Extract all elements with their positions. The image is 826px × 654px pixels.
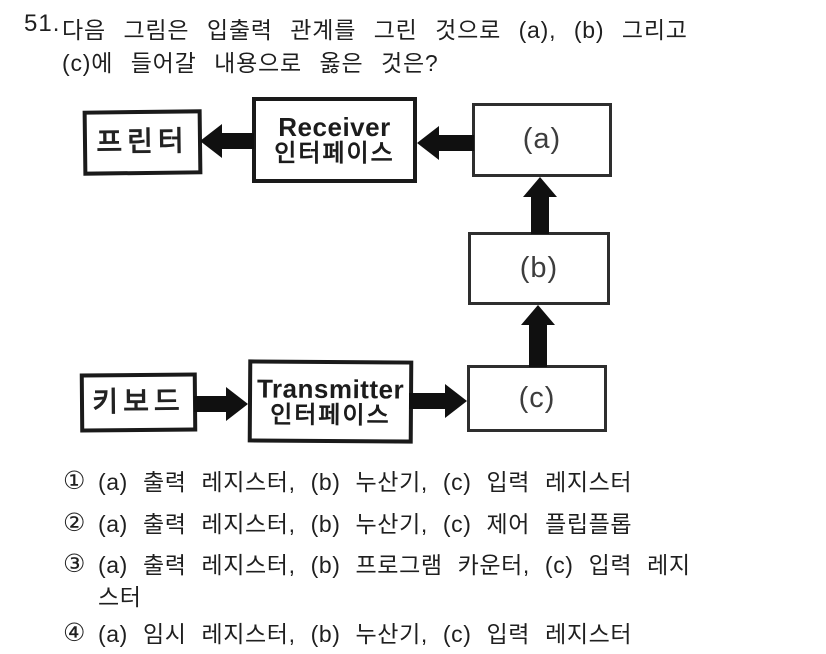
arrowhead-left-icon [200, 124, 222, 158]
box-b-label: (b) [519, 251, 559, 284]
choice-2-text: (a) 출력 레지스터, (b) 누산기, (c) 제어 플립플롭 [98, 511, 633, 537]
receiver-interface-box: Receiver 인터페이스 [252, 97, 417, 183]
choice-1-marker: ① [63, 467, 87, 495]
choice-3: ③ (a) 출력 레지스터, (b) 프로그램 카운터, (c) 입력 레지 스… [63, 549, 691, 613]
arrowhead-up-icon [523, 177, 557, 197]
choice-3-text-line-2: 스터 [98, 584, 142, 610]
keyboard-box: 키보드 [79, 372, 198, 433]
choice-1: ① (a) 출력 레지스터, (b) 누산기, (c) 입력 레지스터 [63, 466, 632, 498]
receiver-label-en: Receiver [278, 112, 391, 142]
box-c: (c) [467, 365, 607, 432]
question-text-line-2: (c)에 들어갈 내용으로 옳은 것은? [62, 50, 439, 76]
box-a: (a) [472, 103, 612, 177]
arrow-a-to-receiver [435, 135, 474, 151]
choice-4-text: (a) 임시 레지스터, (b) 누산기, (c) 입력 레지스터 [98, 621, 633, 647]
transmitter-label-ko: 인터페이스 [270, 401, 391, 429]
keyboard-label: 키보드 [92, 385, 185, 418]
arrow-transmitter-to-c [409, 393, 447, 409]
choice-3-marker: ③ [63, 550, 87, 578]
question-number: 51. [24, 10, 61, 37]
box-c-label: (c) [518, 381, 556, 414]
arrowhead-right-icon [445, 384, 467, 418]
choice-2: ② (a) 출력 레지스터, (b) 누산기, (c) 제어 플립플롭 [63, 508, 632, 540]
arrow-b-to-a [531, 193, 549, 234]
printer-label: 프린터 [96, 125, 189, 158]
choice-4-marker: ④ [63, 619, 87, 647]
printer-box: 프린터 [82, 109, 203, 176]
choice-4: ④ (a) 임시 레지스터, (b) 누산기, (c) 입력 레지스터 [63, 618, 632, 650]
choice-2-marker: ② [63, 509, 87, 537]
receiver-label-ko: 인터페이스 [274, 140, 395, 168]
arrowhead-left-icon [417, 126, 439, 160]
arrow-receiver-to-printer [218, 133, 254, 149]
arrowhead-up-icon [521, 305, 555, 325]
box-b: (b) [468, 232, 610, 305]
choice-3-text: (a) 출력 레지스터, (b) 프로그램 카운터, (c) 입력 레지 스터 [98, 549, 691, 613]
choice-3-text-line-1: (a) 출력 레지스터, (b) 프로그램 카운터, (c) 입력 레지 [98, 552, 691, 578]
transmitter-label-en: Transmitter [256, 372, 405, 405]
question-text-line-1: 다음 그림은 입출력 관계를 그린 것으로 (a), (b) 그리고 [62, 17, 688, 43]
transmitter-interface-box: Transmitter 인터페이스 [247, 359, 414, 444]
arrow-keyboard-to-transmitter [194, 396, 228, 412]
arrowhead-right-icon [226, 387, 248, 421]
choice-1-text: (a) 출력 레지스터, (b) 누산기, (c) 입력 레지스터 [98, 469, 633, 495]
arrow-c-to-b [529, 321, 547, 367]
box-a-label: (a) [522, 123, 562, 156]
